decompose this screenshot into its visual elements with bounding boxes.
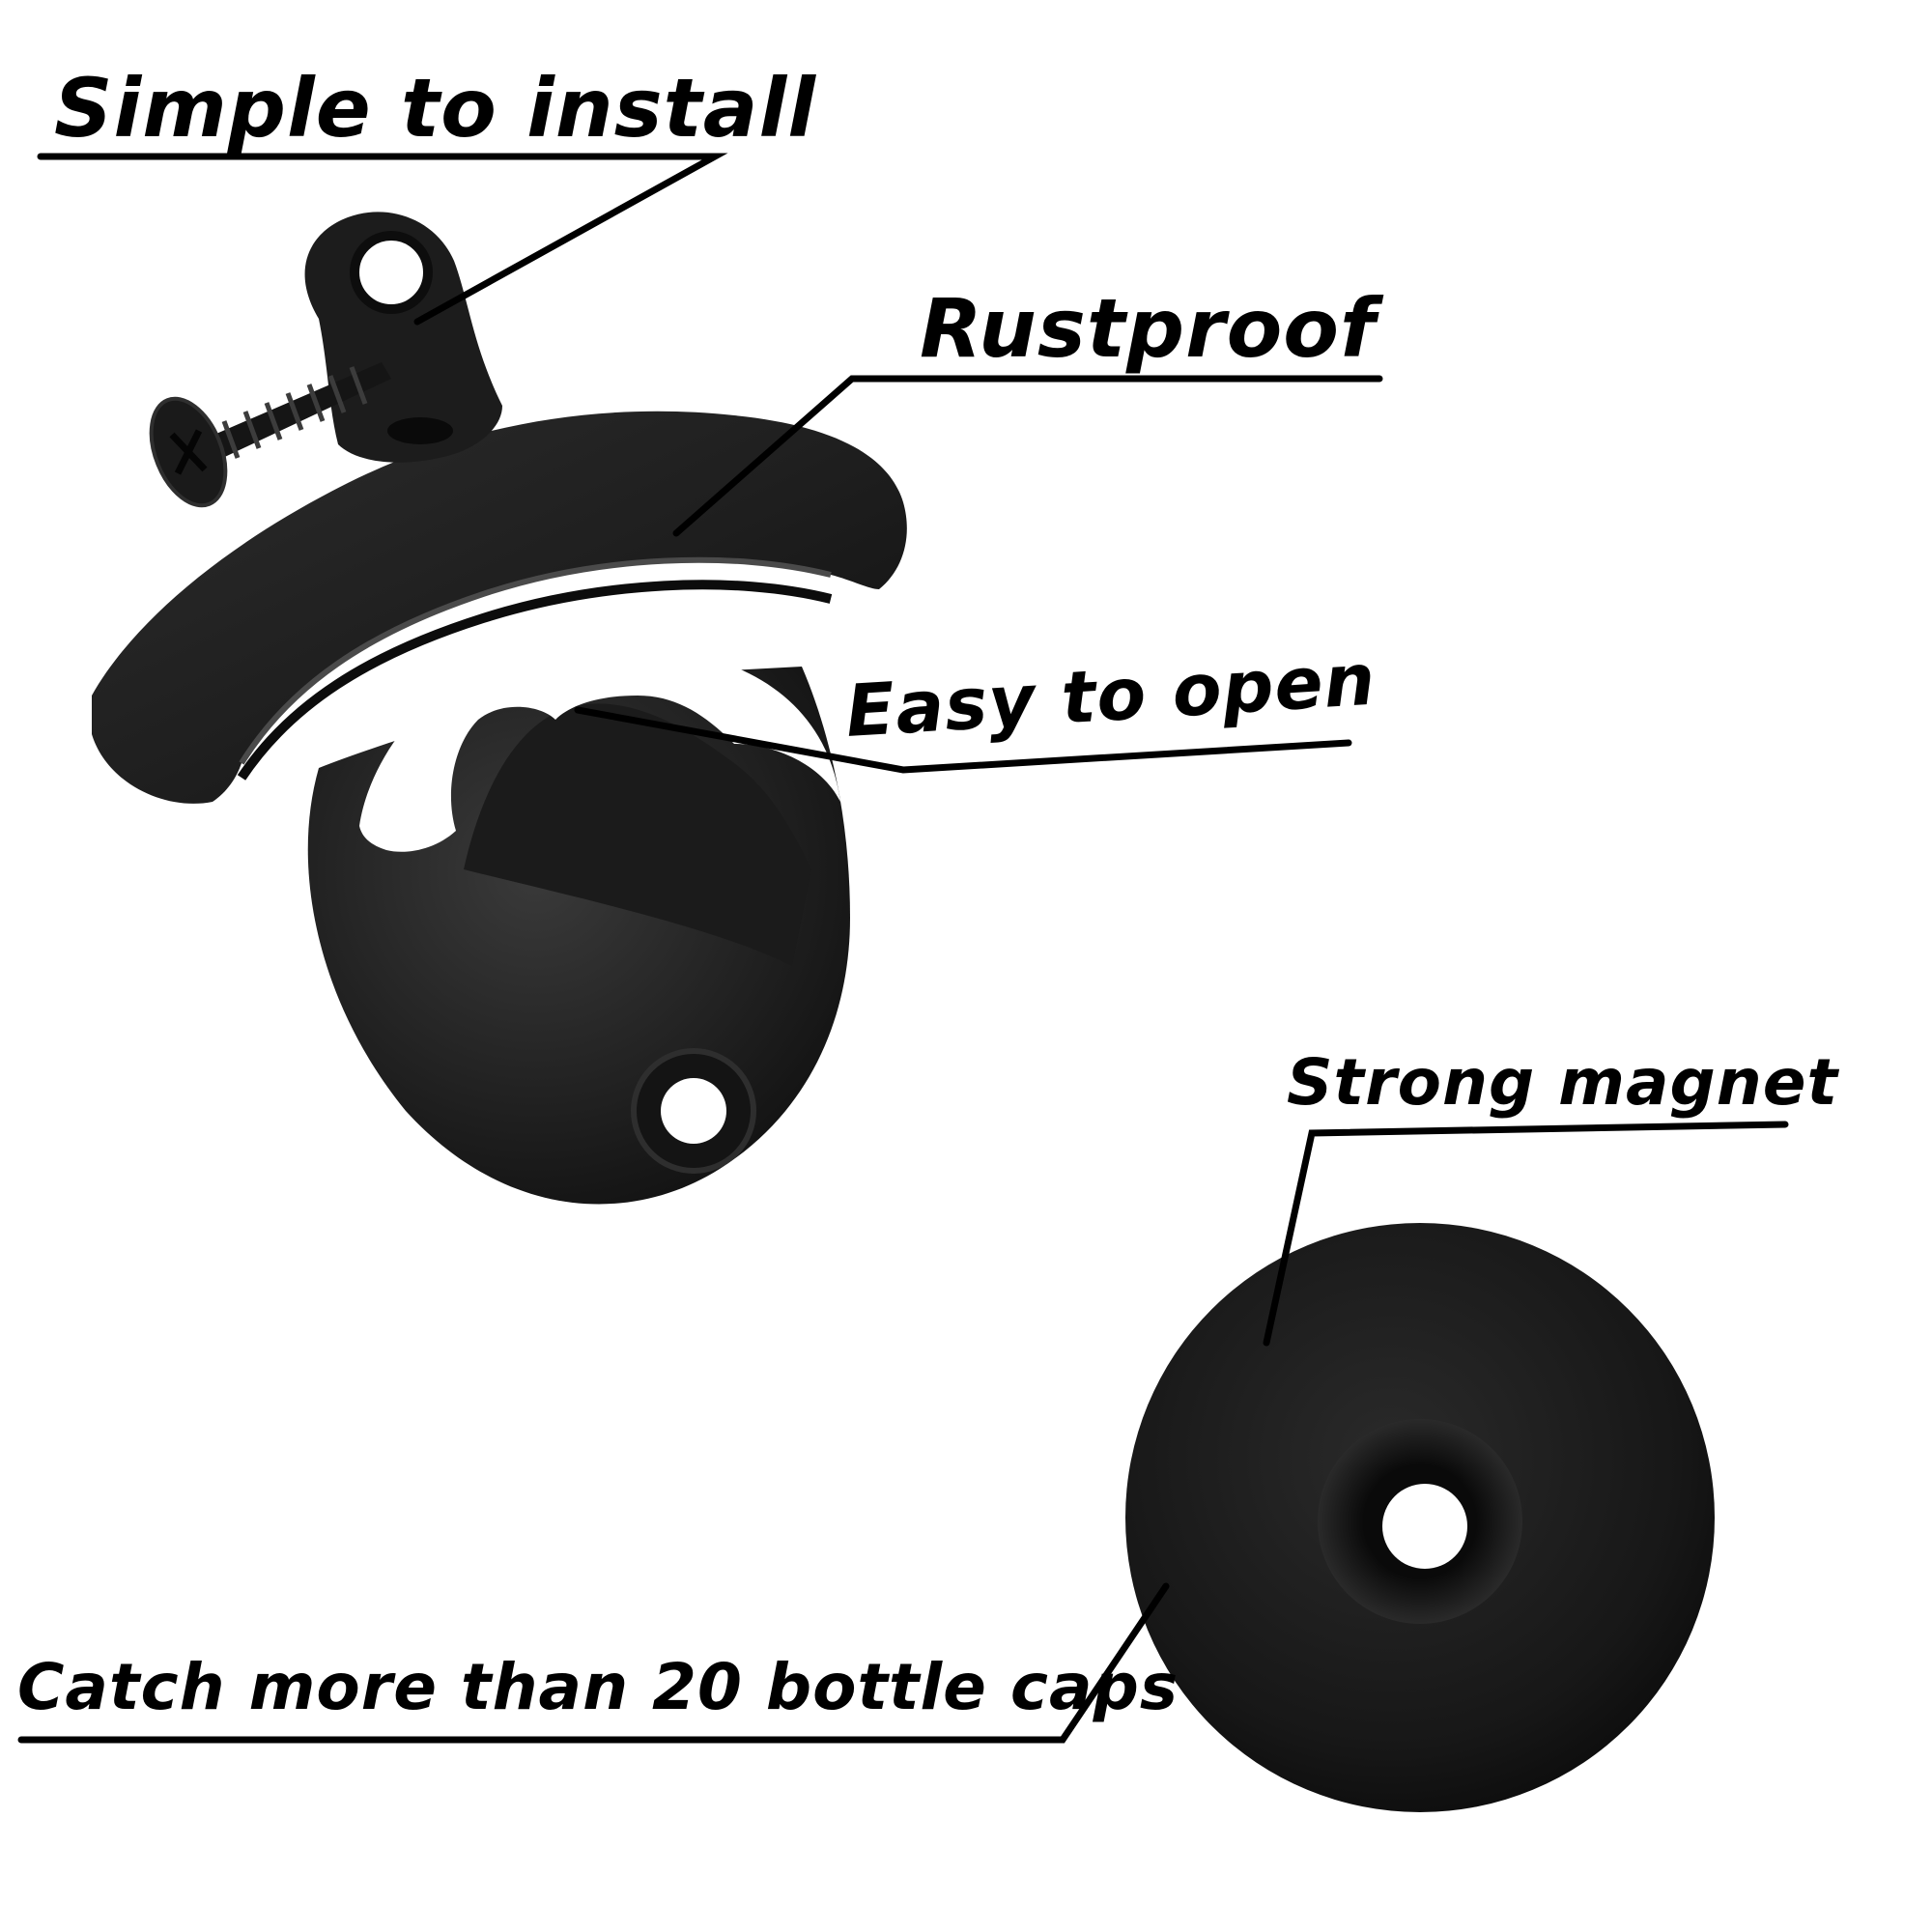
opener-bottom-hole xyxy=(661,1078,726,1144)
callout-strong-magnet: Strong magnet xyxy=(1287,1045,1839,1120)
bottle-opener xyxy=(92,212,907,1205)
callout-catch-caps: Catch more than 20 bottle caps xyxy=(17,1650,1179,1724)
leader-lines xyxy=(17,153,1789,1744)
callout-rustproof: Rustproof xyxy=(920,281,1377,376)
magnet-hole xyxy=(1382,1484,1467,1569)
screw xyxy=(149,362,391,508)
opener-tongue xyxy=(464,703,811,966)
opener-top-hole xyxy=(350,231,433,314)
callout-simple-to-install: Simple to install xyxy=(54,61,817,156)
magnet xyxy=(1125,1223,1715,1812)
opener-window xyxy=(359,641,840,852)
